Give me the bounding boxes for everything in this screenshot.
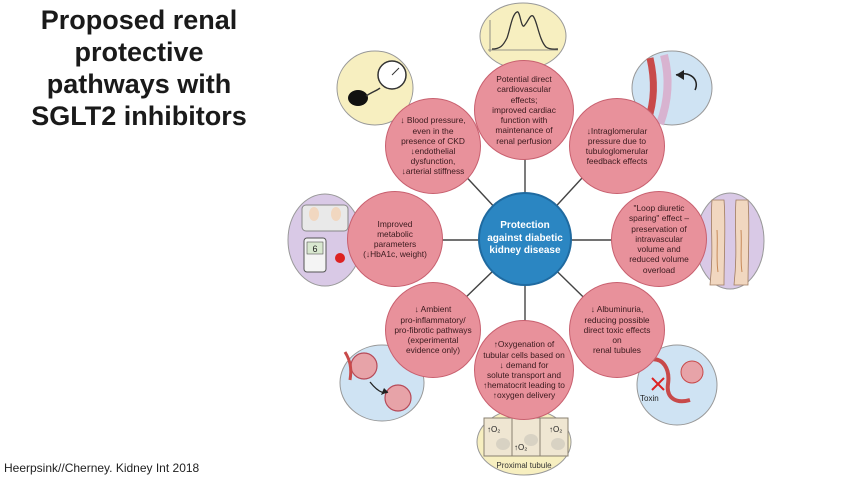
node-loop-diuretic-sparing: "Loop diuretic sparing" effect – preserv… bbox=[611, 191, 707, 287]
scale-glucometer-icon: 6 bbox=[287, 193, 363, 287]
node-oxygenation: ↑Oxygenation of tubular cells based on ↓… bbox=[474, 320, 574, 420]
center-node: Protection against diabetic kidney disea… bbox=[478, 192, 572, 286]
node-pro-inflammatory-text: ↓ Ambient pro-inflammatory/ pro-fibrotic… bbox=[394, 304, 472, 356]
node-intraglomerular-pressure-text: ↓Intraglomerular pressure due to tubulog… bbox=[585, 125, 649, 167]
glucometer-reading: 6 bbox=[312, 244, 317, 254]
glomerulus-arteriole-icon bbox=[631, 50, 713, 126]
proximal-tubule-label: Proximal tubule bbox=[496, 461, 552, 470]
node-metabolic-parameters: Improved metabolic parameters (↓HbA1c, w… bbox=[347, 191, 443, 287]
node-oxygenation-text: ↑Oxygenation of tubular cells based on ↓… bbox=[483, 339, 565, 401]
node-blood-pressure-text: ↓ Blood pressure, even in the presence o… bbox=[400, 115, 466, 177]
o2-label-3: ↑O₂ bbox=[549, 425, 562, 434]
node-metabolic-parameters-text: Improved metabolic parameters (↓HbA1c, w… bbox=[363, 218, 427, 260]
title-line-1: Proposed renal bbox=[40, 5, 238, 35]
node-albuminuria: ↓ Albuminuria, reducing possible direct … bbox=[569, 282, 665, 378]
node-pro-inflammatory: ↓ Ambient pro-inflammatory/ pro-fibrotic… bbox=[385, 282, 481, 378]
slide-title: Proposed renal protective pathways with … bbox=[8, 4, 270, 132]
citation: Heerpsink//Cherney. Kidney Int 2018 bbox=[4, 461, 200, 475]
node-blood-pressure: ↓ Blood pressure, even in the presence o… bbox=[385, 98, 481, 194]
toxin-label: Toxin bbox=[640, 394, 659, 403]
node-loop-diuretic-sparing-text: "Loop diuretic sparing" effect – preserv… bbox=[628, 203, 690, 275]
node-intraglomerular-pressure: ↓Intraglomerular pressure due to tubulog… bbox=[569, 98, 665, 194]
title-line-2: protective bbox=[74, 37, 204, 67]
node-cardiovascular-effects-text: Potential direct cardiovascular effects;… bbox=[492, 74, 556, 146]
o2-label-1: ↑O₂ bbox=[487, 425, 500, 434]
proximal-tubule-cells-icon: ↑O₂ ↑O₂ ↑O₂ Proximal tubule bbox=[476, 408, 572, 476]
legs-edema-icon bbox=[695, 192, 765, 290]
center-node-label: Protection against diabetic kidney disea… bbox=[487, 220, 563, 257]
node-albuminuria-text: ↓ Albuminuria, reducing possible direct … bbox=[583, 304, 651, 356]
kidney-tubule-toxin-icon: Toxin bbox=[636, 344, 718, 426]
blood-pressure-cuff-icon bbox=[336, 50, 414, 126]
title-line-3: pathways with bbox=[46, 69, 232, 99]
title-line-4: SGLT2 inhibitors bbox=[31, 101, 247, 131]
node-cardiovascular-effects: Potential direct cardiovascular effects;… bbox=[474, 60, 574, 160]
o2-label-2: ↑O₂ bbox=[514, 443, 527, 452]
